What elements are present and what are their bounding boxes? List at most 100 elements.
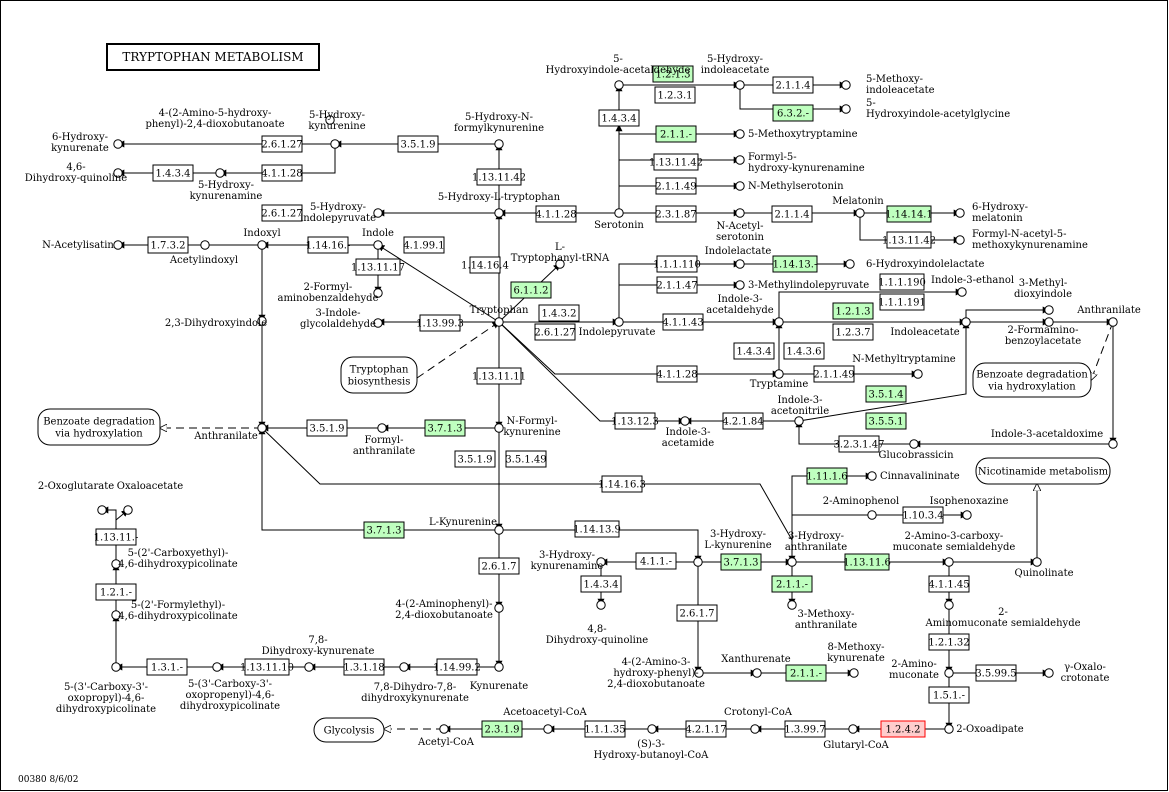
enzyme-box[interactable]: 1.2.4.2 [880,720,926,738]
enzyme-box[interactable]: 1.2.1.3 [652,65,694,83]
compound-node[interactable] [212,662,222,672]
compound-node[interactable] [399,662,409,672]
enzyme-box[interactable]: 4.1.1.28 [656,365,698,383]
compound-node[interactable] [944,724,954,734]
compound-node[interactable] [867,471,877,481]
enzyme-box[interactable]: 3.5.1.4 [865,385,907,403]
compound-node[interactable] [957,287,967,297]
enzyme-box[interactable]: 1.13.11.11 [472,367,526,385]
enzyme-box[interactable]: 6.3.2.- [772,104,814,122]
compound-node[interactable] [735,129,745,139]
enzyme-box[interactable]: 2.1.1.4 [771,205,813,223]
compound-node[interactable] [373,318,383,328]
enzyme-box[interactable]: 1.4.3.4 [733,342,775,360]
enzyme-box[interactable]: 2.1.1.- [771,575,813,593]
compound-node[interactable] [111,662,121,672]
enzyme-box[interactable]: 2.1.1.49 [655,177,697,195]
compound-node[interactable] [735,155,745,165]
compound-node[interactable] [955,235,965,245]
enzyme-box[interactable]: 1.3.99.7 [784,720,826,738]
enzyme-box[interactable]: 3.5.5.1 [865,412,907,430]
enzyme-box[interactable]: 1.1.1.191 [878,293,926,311]
enzyme-box[interactable]: 3.5.1.9 [397,135,439,153]
enzyme-box[interactable]: 4.1.1.45 [928,575,970,593]
compound-node[interactable] [845,259,855,269]
enzyme-box[interactable]: 1.4.3.4 [598,109,640,127]
compound-node[interactable] [377,423,387,433]
enzyme-box[interactable]: 1.13.99.3 [416,314,464,332]
enzyme-box[interactable]: 1.4.3.2 [538,304,580,322]
compound-node[interactable] [373,288,383,298]
enzyme-box[interactable]: 1.7.3.2 [147,236,189,254]
compound-node[interactable] [555,259,565,269]
enzyme-box[interactable]: 4.2.1.17 [685,720,727,738]
compound-node[interactable] [735,181,745,191]
enzyme-box[interactable]: 3.7.1.3 [720,553,762,571]
compound-node[interactable] [909,439,919,449]
compound-node[interactable] [787,600,797,610]
compound-node[interactable] [330,139,340,149]
compound-node[interactable] [1032,557,1042,567]
enzyme-box[interactable]: 3.7.1.3 [363,521,405,539]
enzyme-box[interactable]: 1.2.3.1 [654,86,696,104]
enzyme-box[interactable]: 2.3.1.87 [655,205,697,223]
enzyme-box[interactable]: 1.13.11.17 [351,258,405,276]
compound-node[interactable] [614,80,624,90]
enzyme-box[interactable]: 4.2.1.84 [722,412,764,430]
compound-node[interactable] [774,369,784,379]
compound-node[interactable] [693,557,703,567]
pathway-box[interactable]: Nicotinamide metabolism [975,457,1111,485]
enzyme-box[interactable]: 3.5.99.5 [975,664,1017,682]
enzyme-box[interactable]: 3.2.3.1.47 [834,435,885,453]
enzyme-box[interactable]: 1.13.11.42 [882,231,936,249]
compound-node[interactable] [750,724,760,734]
compound-node[interactable] [257,316,267,326]
compound-node[interactable] [962,510,972,520]
enzyme-box[interactable]: 1.13.11.- [94,528,139,546]
compound-node[interactable] [794,416,804,426]
enzyme-box[interactable]: 1.13.11.42 [649,153,703,171]
enzyme-box[interactable]: 3.7.1.3 [424,419,466,437]
compound-node[interactable] [494,662,504,672]
compound-node[interactable] [113,168,123,178]
enzyme-box[interactable]: 4.1.1.43 [662,313,704,331]
enzyme-box[interactable]: 1.14.16.- [306,236,351,254]
compound-node[interactable] [841,80,851,90]
compound-node[interactable] [123,505,133,515]
enzyme-box[interactable]: 1.2.3.7 [832,323,874,341]
compound-node[interactable] [439,724,449,734]
enzyme-box[interactable]: 4.1.1.28 [261,164,303,182]
compound-node[interactable] [752,668,762,678]
compound-node[interactable] [955,208,965,218]
compound-node[interactable] [735,80,745,90]
enzyme-box[interactable]: 2.6.1.27 [261,204,303,222]
compound-node[interactable] [494,603,504,613]
compound-node[interactable] [494,208,504,218]
enzyme-box[interactable]: 1.13.11.42 [472,168,526,186]
enzyme-box[interactable]: 1.13.11.6 [843,553,891,571]
compound-node[interactable] [304,662,314,672]
compound-node[interactable] [494,139,504,149]
compound-node[interactable] [596,557,606,567]
compound-node[interactable] [596,600,606,610]
enzyme-box[interactable]: 1.10.3.4 [902,506,944,524]
compound-node[interactable] [494,317,504,327]
enzyme-box[interactable]: 2.6.1.27 [534,323,576,341]
compound-node[interactable] [787,557,797,567]
enzyme-box[interactable]: 1.2.1.3 [832,302,874,320]
compound-node[interactable] [494,525,504,535]
compound-node[interactable] [735,280,745,290]
enzyme-box[interactable]: 3.5.1.9 [454,450,496,468]
compound-node[interactable] [1044,305,1054,315]
enzyme-box[interactable]: 2.6.1.27 [261,135,303,153]
enzyme-box[interactable]: 2.3.1.9 [481,720,523,738]
enzyme-box[interactable]: 2.1.1.- [785,664,827,682]
compound-node[interactable] [944,668,954,678]
enzyme-box[interactable]: 1.14.14.1 [885,205,933,223]
enzyme-box[interactable]: 1.13.11.10 [240,658,294,676]
enzyme-box[interactable]: 1.11.1.6 [806,467,848,485]
enzyme-box[interactable]: 1.14.16.4 [461,256,509,274]
compound-node[interactable] [848,724,858,734]
